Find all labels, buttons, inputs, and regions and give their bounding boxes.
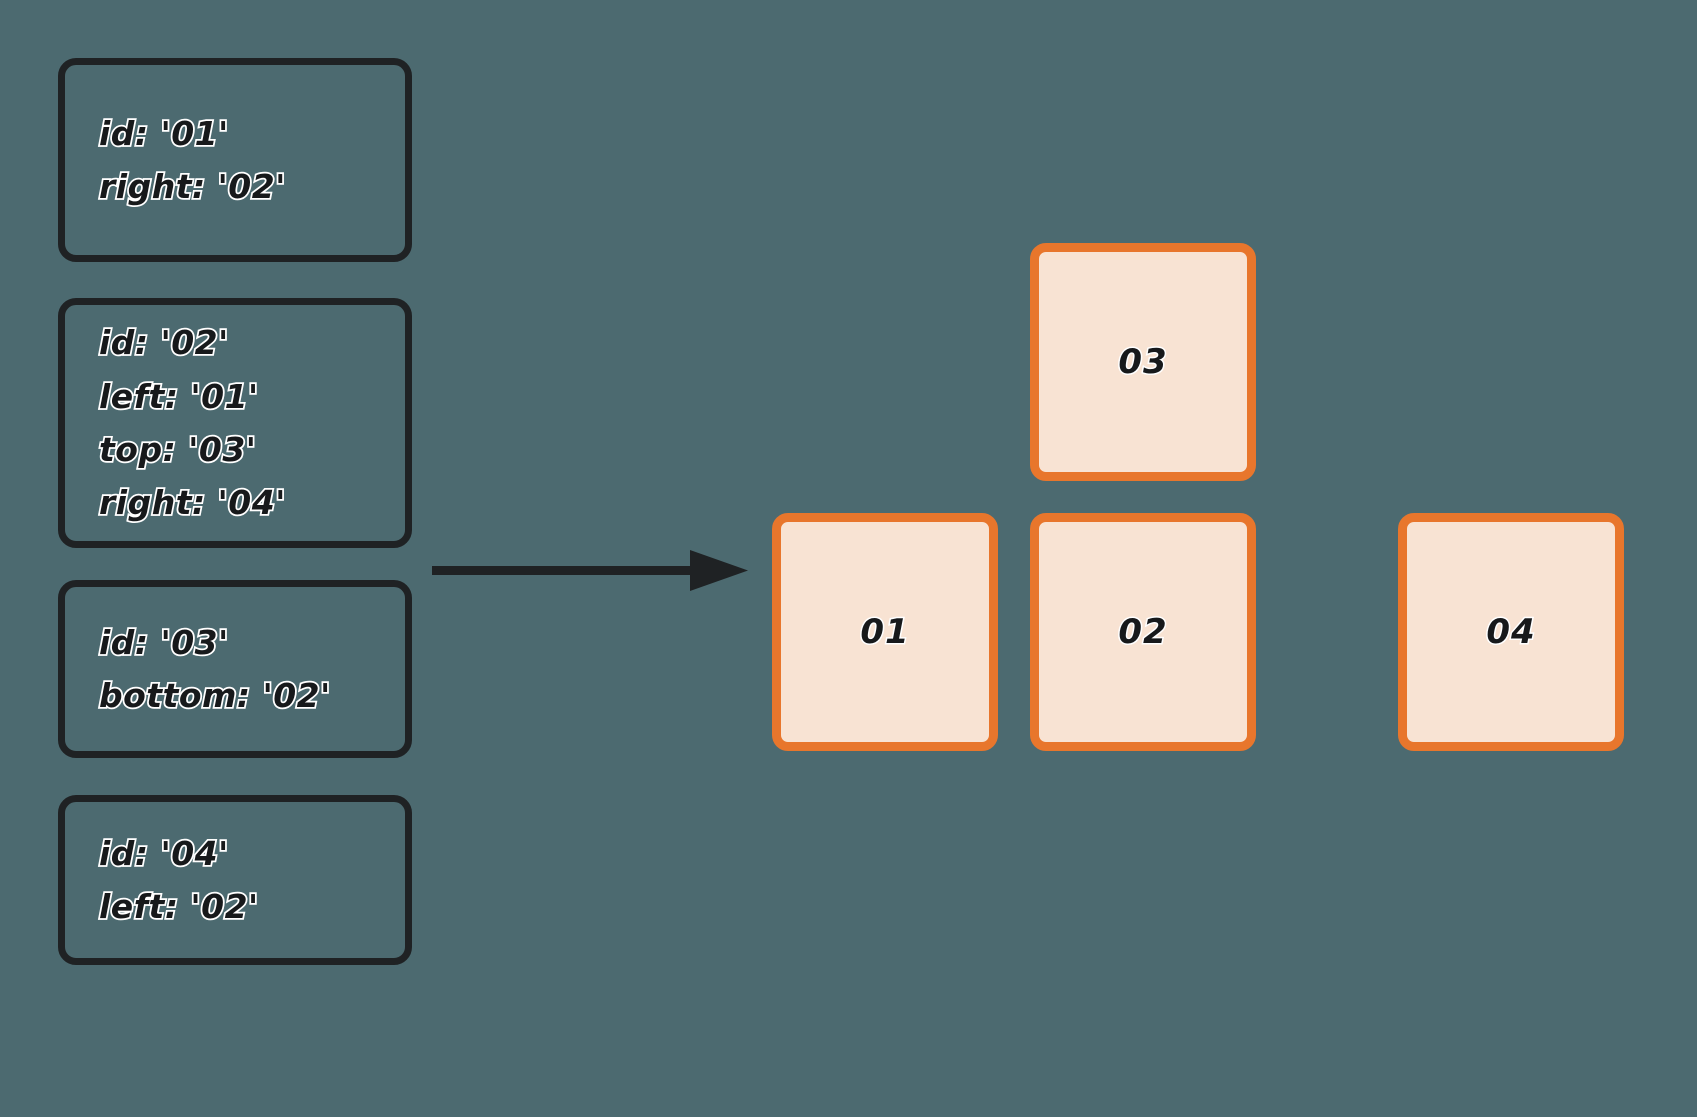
spec-box-02: id: '02' left: '01' top: '03' right: '04…: [58, 298, 412, 548]
arrow-right-icon: [432, 550, 748, 591]
tile-04[interactable]: 04: [1398, 513, 1624, 751]
spec-line: id: '02': [97, 321, 230, 364]
spec-box-01: id: '01' right: '02': [58, 58, 412, 262]
spec-line: left: '01': [97, 375, 260, 418]
tile-label: 04: [1485, 611, 1536, 654]
spec-line: top: '03': [97, 428, 257, 471]
spec-line: id: '03': [97, 621, 230, 664]
spec-line: right: '02': [97, 165, 287, 208]
spec-line: left: '02': [97, 885, 260, 928]
spec-line: bottom: '02': [97, 674, 332, 717]
tile-02[interactable]: 02: [1030, 513, 1256, 751]
spec-line: id: '01': [97, 112, 230, 155]
tile-label: 03: [1117, 341, 1168, 384]
tile-03[interactable]: 03: [1030, 243, 1256, 481]
spec-box-04: id: '04' left: '02': [58, 795, 412, 965]
spec-box-list: id: '01' right: '02' id: '02' left: '01'…: [0, 0, 460, 1117]
tile-label: 02: [1117, 611, 1168, 654]
tile-01[interactable]: 01: [772, 513, 998, 751]
spec-box-03: id: '03' bottom: '02': [58, 580, 412, 758]
spec-line: id: '04': [97, 832, 230, 875]
tile-label: 01: [859, 611, 910, 654]
tile-grid: 03 01 02 04: [760, 0, 1697, 1117]
spec-line: right: '04': [97, 482, 287, 525]
